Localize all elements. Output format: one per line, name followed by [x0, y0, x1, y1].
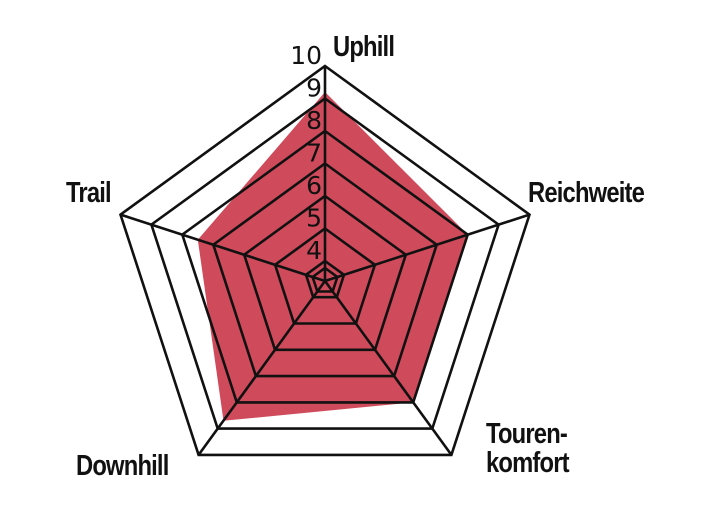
tick-label-7: 7	[306, 139, 322, 168]
grid-ring-7	[211, 161, 439, 378]
tick-label-5: 5	[306, 204, 322, 233]
grid-ring-4	[304, 259, 346, 299]
grid-ring-3	[311, 266, 339, 293]
grid-ring-9	[149, 96, 501, 430]
axis-label-tourenkomfort: Touren- komfort	[486, 418, 570, 479]
grid-ring-5	[273, 226, 377, 325]
axis-spoke-2	[323, 280, 453, 456]
axis-label-uphill: Uphill	[333, 31, 395, 63]
axis-label-reichweite: Reichweite	[528, 177, 645, 209]
tick-labels: 4 5 6 7 8 9 10	[290, 41, 322, 265]
axis-label-trail: Trail	[66, 177, 112, 209]
grid-ring-6	[242, 194, 408, 352]
axis-spoke-1	[324, 213, 530, 283]
axis-spoke-3	[197, 280, 327, 456]
grid-layer	[118, 64, 532, 457]
tick-label-6: 6	[306, 171, 322, 200]
axis-spoke-4	[120, 213, 326, 283]
tick-label-4: 4	[306, 236, 322, 265]
tick-label-10: 10	[290, 41, 322, 70]
axis-label-downhill: Downhill	[76, 450, 169, 482]
grid-ring-8	[180, 129, 470, 404]
tick-label-9: 9	[306, 74, 322, 103]
grid-ring-10	[118, 64, 532, 457]
tick-label-8: 8	[306, 106, 322, 135]
